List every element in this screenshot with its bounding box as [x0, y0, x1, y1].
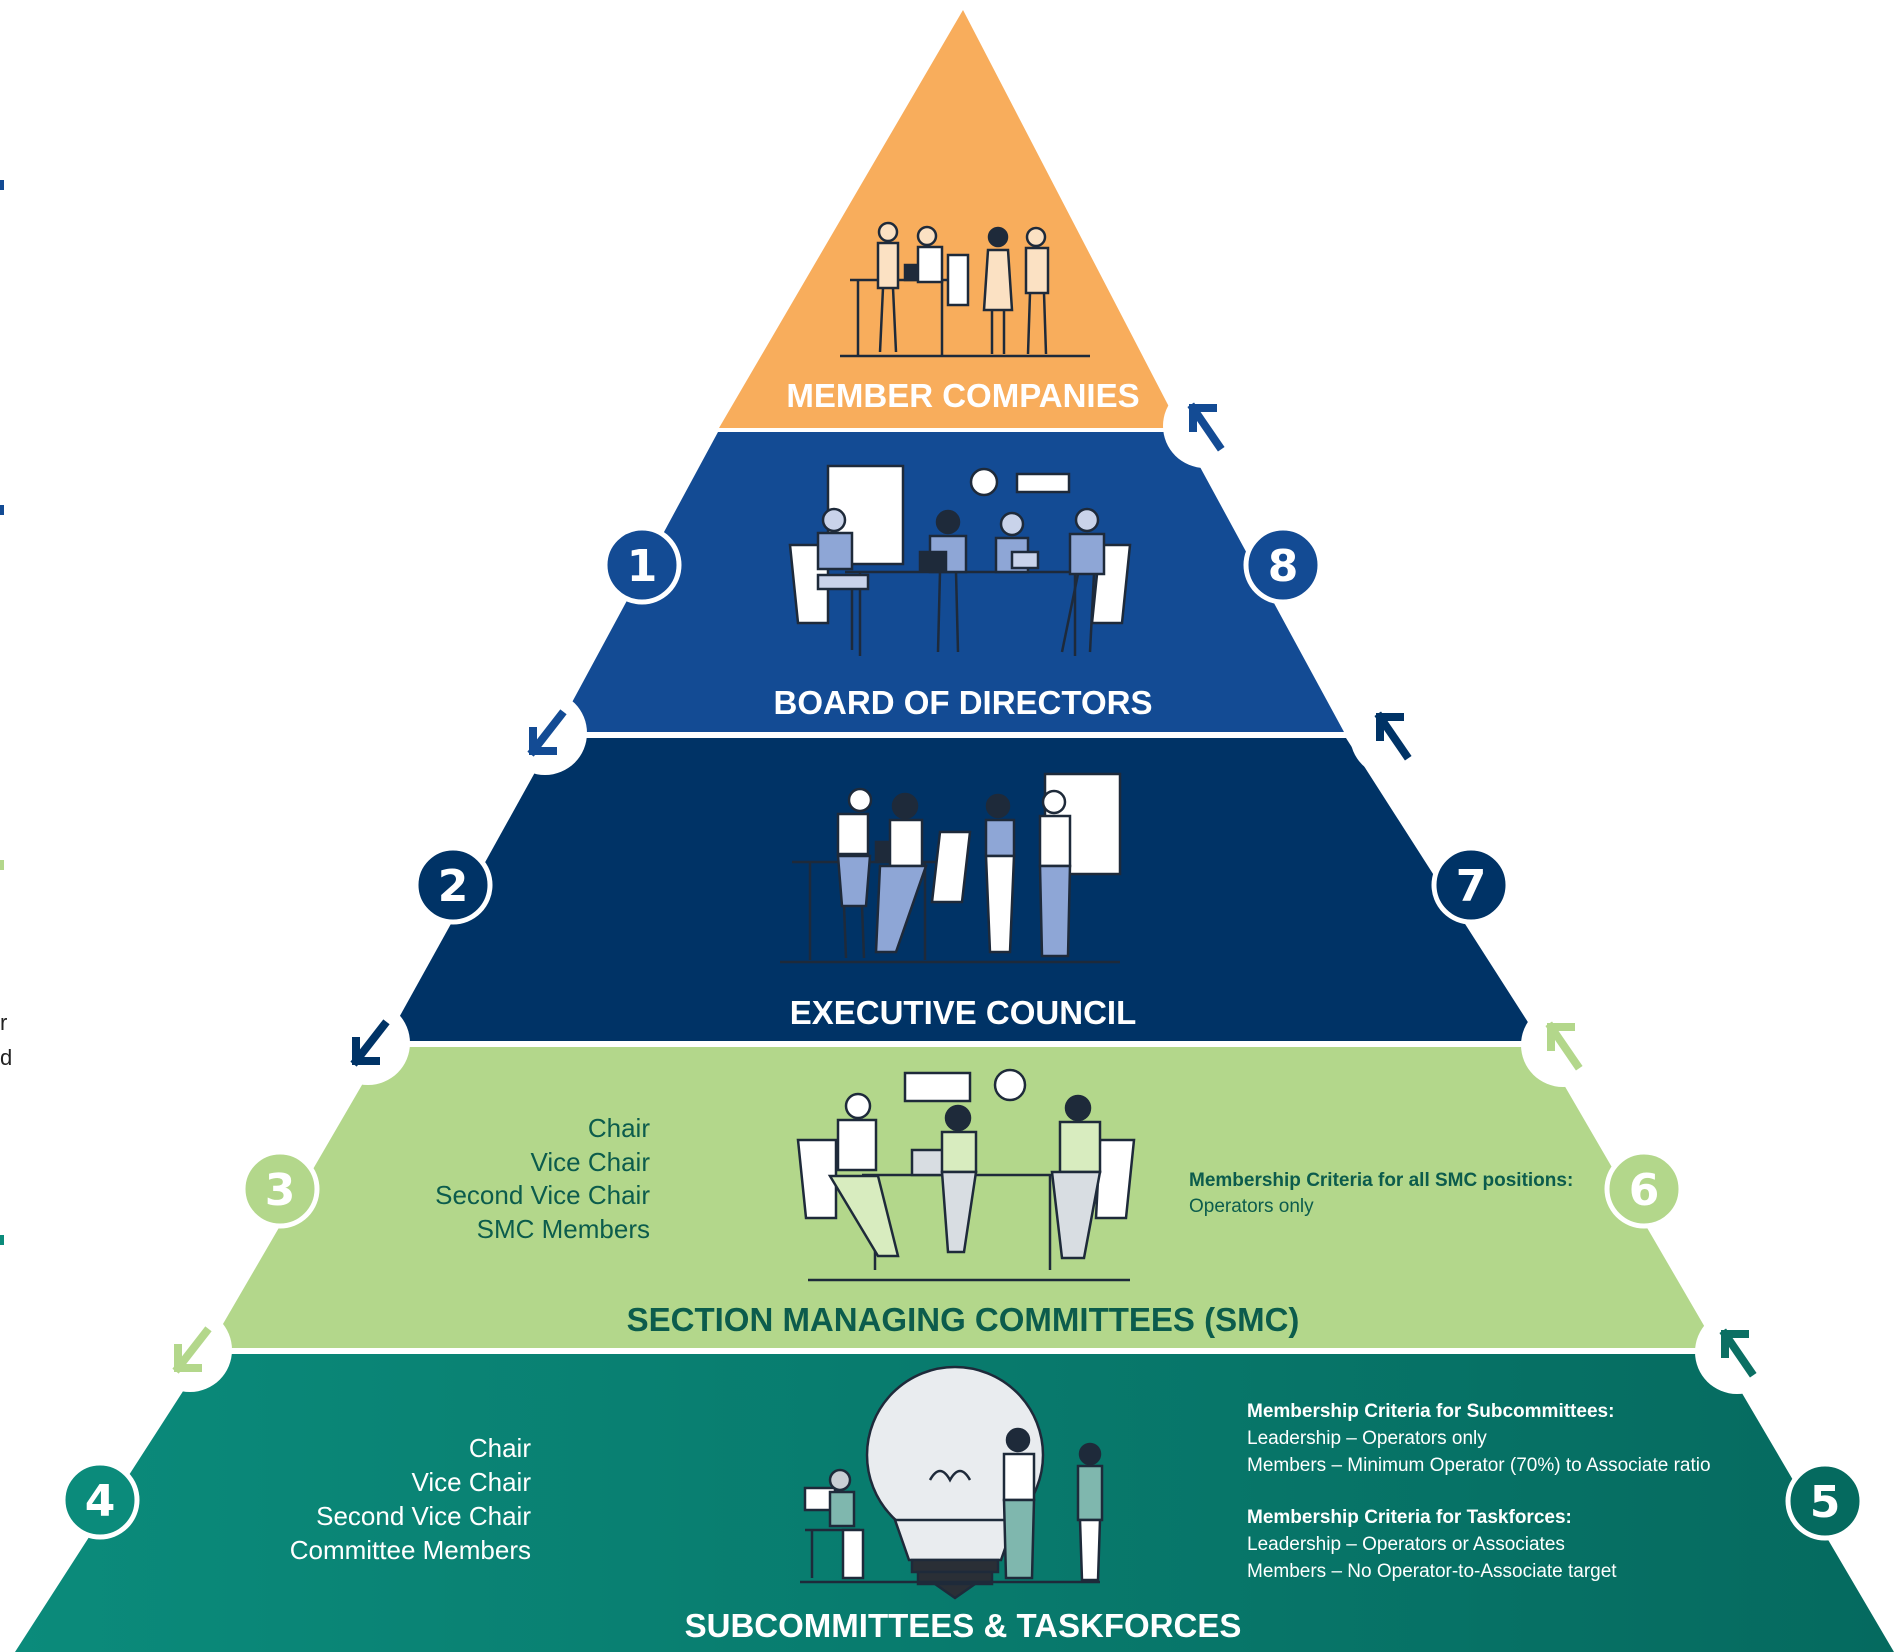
tier-title-smc: SECTION MANAGING COMMITTEES (SMC) — [627, 1301, 1300, 1338]
arrow-down-left-icon — [527, 709, 567, 757]
smc-roles: Chair Vice Chair Second Vice Chair SMC M… — [435, 1113, 650, 1244]
sub-role: Second Vice Chair — [316, 1501, 531, 1531]
taskforce-criteria-line: Members – No Operator-to-Associate targe… — [1247, 1561, 1617, 1582]
step-badge-circle — [1785, 1461, 1865, 1541]
smc-role: Vice Chair — [531, 1147, 651, 1177]
sub-role: Vice Chair — [412, 1467, 532, 1497]
people-group-icon — [800, 1427, 1104, 1584]
people-group-icon — [788, 464, 1132, 656]
lightbulb-icon — [865, 1365, 1045, 1600]
edge-text-fragment: d — [0, 1045, 12, 1070]
subcommittee-criteria-line: Leadership – Operators only — [1247, 1428, 1487, 1449]
edge-tick — [0, 180, 4, 190]
step-number-1: 1 — [627, 541, 658, 592]
step-badge-circle — [413, 845, 493, 925]
arrow-up-left-icon — [1374, 711, 1412, 761]
tier-title-sub: SUBCOMMITTEES & TASKFORCES — [685, 1607, 1242, 1644]
smc-criteria-title: Membership Criteria for all SMC position… — [1189, 1170, 1573, 1191]
arrow-down-left-icon — [350, 1019, 390, 1067]
smc-role: SMC Members — [477, 1214, 650, 1244]
sub-role: Chair — [469, 1433, 531, 1463]
step-badges: 1 2 3 4 5 6 7 8 — [60, 525, 1865, 1541]
step-badge-circle — [1604, 1149, 1684, 1229]
step-number-7: 7 — [1456, 861, 1487, 912]
smc-role: Chair — [588, 1113, 650, 1143]
tier-member-companies — [719, 10, 1180, 428]
step-badge-circle — [60, 1460, 140, 1540]
step-number-2: 2 — [438, 861, 469, 912]
subcommittee-criteria-line: Members – Minimum Operator (70%) to Asso… — [1247, 1455, 1711, 1476]
tier-title-exec: EXECUTIVE COUNCIL — [790, 994, 1137, 1031]
tier-board-of-directors — [556, 432, 1344, 732]
smc-criteria: Membership Criteria for all SMC position… — [1189, 1170, 1573, 1217]
step-number-5: 5 — [1810, 1477, 1841, 1528]
step-badge-circle — [240, 1149, 320, 1229]
arrow-up-left-icon — [1719, 1328, 1757, 1378]
subcommittee-criteria-title: Membership Criteria for Subcommittees: — [1247, 1401, 1614, 1422]
step-number-8: 8 — [1268, 541, 1299, 592]
people-group-icon — [796, 1068, 1136, 1282]
arrow-up-left-icon — [1187, 402, 1225, 452]
taskforce-criteria-line: Leadership – Operators or Associates — [1247, 1534, 1565, 1555]
step-badge-circle — [1431, 845, 1511, 925]
edge-text-fragment: r — [0, 1010, 7, 1035]
step-number-6: 6 — [1629, 1165, 1660, 1216]
edge-tick — [0, 860, 4, 870]
arrow-down-left-icon — [172, 1326, 212, 1374]
step-badge-circle — [1243, 525, 1323, 605]
step-arrows — [148, 384, 1779, 1394]
edge-tick — [0, 1235, 4, 1245]
step-badge-circle — [602, 525, 682, 605]
smc-criteria-line: Operators only — [1189, 1196, 1314, 1217]
step-number-4: 4 — [85, 1476, 116, 1527]
taskforce-criteria-title: Membership Criteria for Taskforces: — [1247, 1507, 1572, 1528]
tier-title-member: MEMBER COMPANIES — [786, 377, 1139, 414]
sub-roles: Chair Vice Chair Second Vice Chair Commi… — [290, 1433, 532, 1565]
arrow-up-left-icon — [1545, 1021, 1583, 1071]
people-group-icon — [780, 772, 1122, 964]
edge-tick — [0, 505, 4, 515]
people-group-icon — [840, 221, 1090, 358]
sub-role: Committee Members — [290, 1535, 531, 1565]
tier-title-board: BOARD OF DIRECTORS — [774, 684, 1153, 721]
smc-role: Second Vice Chair — [435, 1180, 650, 1210]
sub-criteria: Membership Criteria for Subcommittees: L… — [1247, 1401, 1711, 1582]
step-number-3: 3 — [265, 1165, 296, 1216]
